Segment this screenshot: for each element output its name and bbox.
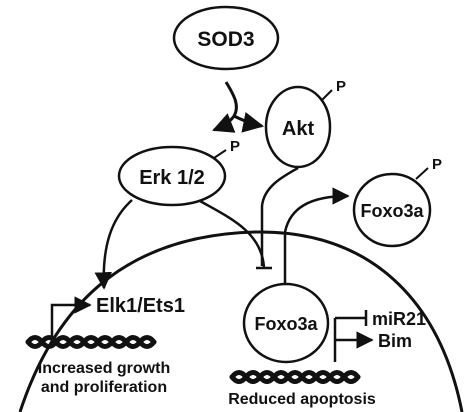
erk-node — [117, 145, 227, 207]
growth-outcome-line2: and proliferation — [41, 379, 167, 396]
mir21-label: miR21 — [372, 309, 426, 329]
erk-label: Erk 1/2 — [139, 167, 205, 189]
growth-outcome-line1: Increased growth — [38, 360, 170, 377]
sod3-to-akt-arrow — [233, 111, 265, 133]
bim-label: Bim — [378, 331, 412, 351]
akt-phospho-label: P — [336, 78, 346, 95]
elk-promoter-arrow — [50, 296, 92, 338]
erk-phospho-line — [213, 149, 227, 159]
sod3-label: SOD3 — [197, 28, 254, 51]
akt-phospho-line — [321, 89, 333, 101]
sod3-to-erk-arrow — [212, 113, 236, 133]
nucleus-membrane — [18, 230, 464, 412]
foxo3a-cytoplasm-label: Foxo3a — [360, 201, 424, 221]
foxo3a-cytoplasm-node — [352, 172, 432, 248]
foxo3a-nucleus-label: Foxo3a — [254, 314, 318, 334]
apoptosis-outcome: Reduced apoptosis — [228, 391, 376, 408]
foxo3a-nucleus-node — [242, 282, 330, 364]
akt-inhibits-foxo3a-line — [260, 166, 299, 266]
foxo3a-export-arrow — [283, 187, 350, 285]
erk-phospho-label: P — [230, 138, 240, 155]
akt-node — [264, 85, 332, 169]
akt-label: Akt — [282, 118, 315, 140]
sod3-node — [172, 5, 280, 71]
foxo3a-phospho-label: P — [432, 156, 442, 173]
elk-label: Elk1/Ets1 — [96, 295, 185, 317]
foxo3a-phospho-line — [415, 167, 429, 180]
dna-helix-right — [229, 370, 361, 384]
erk-to-elk-arrow — [94, 199, 133, 290]
dna-helix-left — [25, 335, 157, 349]
sod3-arrow-stem — [224, 81, 238, 117]
